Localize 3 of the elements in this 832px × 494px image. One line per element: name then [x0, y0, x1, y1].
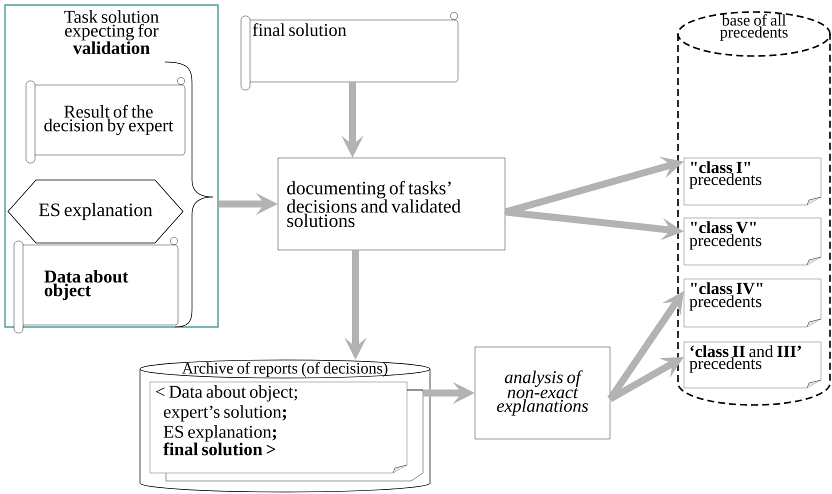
report-document: < Data about object; expert’s solution; ES explanation; final solution > [150, 382, 424, 482]
process-box: documenting of tasks’ decisions and validated solutions [278, 158, 506, 250]
process-box: analysis of non-exact explanations [474, 346, 610, 440]
